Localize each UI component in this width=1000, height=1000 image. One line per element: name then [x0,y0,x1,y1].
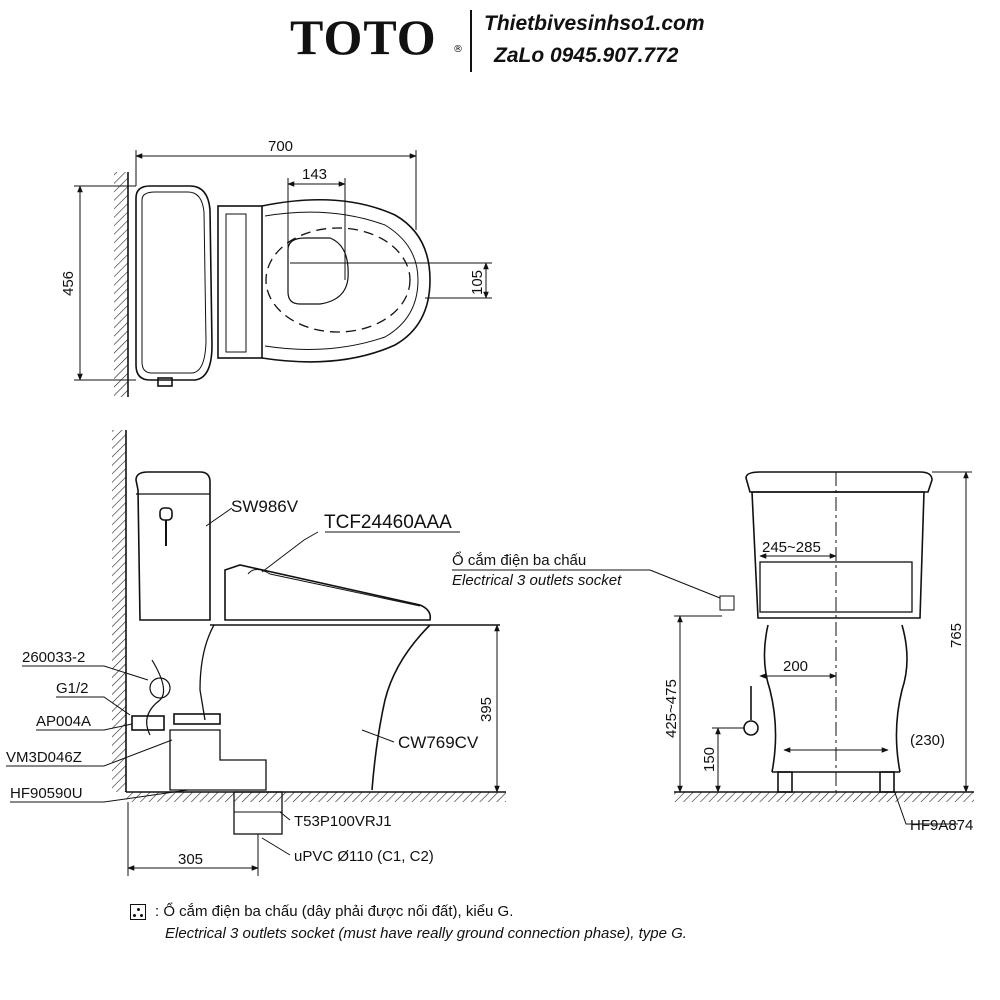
dim-200: 200 [783,658,808,675]
label-bolts: HF9A874 [910,817,973,834]
dim-700: 700 [268,138,293,155]
top-wall [114,172,128,397]
label-bowl: CW769CV [398,733,479,752]
front-tank-lid [745,471,933,493]
header-divider [470,10,472,72]
footnote-vi: : Ổ cắm điện ba chấu (dây phải được nối … [155,903,514,920]
top-tank [135,185,213,381]
front-floor [674,792,974,802]
dim-765: 765 [948,623,965,648]
label-base: HF90590U [10,785,83,802]
dim-143: 143 [302,166,327,183]
dim-305: 305 [178,851,203,868]
front-tank [751,491,925,619]
side-view [6,430,506,876]
registered-mark: ® [453,44,463,55]
front-pedestal-left [763,624,777,773]
dim-230: (230) [910,732,945,749]
side-tank [135,471,211,621]
label-thread: G1/2 [56,680,89,697]
dim-245-285: 245~285 [762,539,821,556]
label-drain: T53P100VRJ1 [294,813,392,830]
label-pipe: uPVC Ø110 (C1, C2) [294,848,434,865]
side-valve [131,715,165,731]
dim-395: 395 [478,697,495,722]
socket-label-vi: Ổ cắm điện ba chấu [452,551,586,569]
dim-425-475: 425~475 [663,679,680,738]
side-bowl-front [371,624,431,791]
website-text: Thietbivesinhso1.com [484,12,705,35]
footnote-en: Electrical 3 outlets socket (must have r… [165,925,687,942]
socket-icon [130,904,146,920]
brand-logo: TOTO [290,9,437,65]
socket-label-en: Electrical 3 outlets socket [452,572,622,589]
dim-105: 105 [469,270,486,295]
socket-icon-front [719,595,735,611]
label-flange: VM3D046Z [6,749,82,766]
side-seat [224,564,432,621]
label-hose: 260033-2 [22,649,85,666]
top-view [74,150,492,397]
side-floor [126,792,506,802]
top-seat-housing [217,205,263,359]
front-view [674,471,974,825]
label-tank: SW986V [231,497,299,516]
contact-text: ZaLo 0945.907.772 [494,44,679,67]
label-seat: TCF24460AAA [324,512,452,533]
dim-456: 456 [60,271,77,296]
top-bowl [261,198,431,363]
label-valve: AP004A [36,713,91,730]
side-wall [112,430,126,792]
dim-150: 150 [701,747,718,772]
